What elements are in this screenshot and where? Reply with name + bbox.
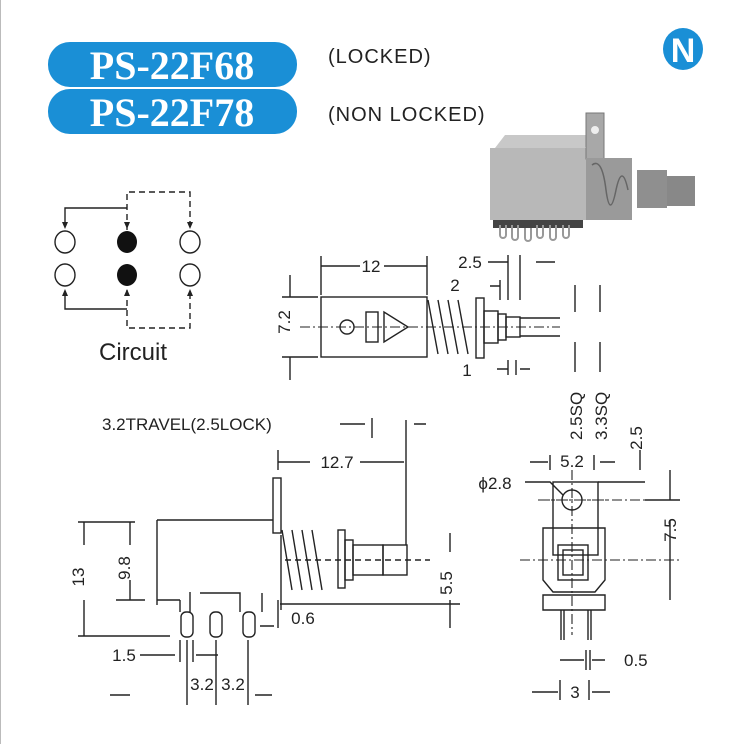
dim-total-height: 13 [69,568,88,587]
dim-pin-spacing: 3 [570,683,579,702]
model-non-locked: PS-22F78 [90,90,254,135]
dim-2-5sq: 2.5SQ [567,392,586,440]
locked-label: (LOCKED) [328,46,432,68]
dim-height: 7.2 [275,310,294,334]
top-view-drawing: 12 7.2 2.5 2 1 2.5SQ 3.3SQ [275,253,611,440]
side-view-drawing: 3.2TRAVEL(2.5LOCK) 12.7 13 9.8 5.5 0.6 1… [69,415,460,705]
dim-pitch-2: 3.2 [221,675,245,694]
dim-pitch-1: 3.2 [190,675,214,694]
dim-travel: 3.2TRAVEL(2.5LOCK) [102,415,272,434]
non-locked-label: (NON LOCKED) [328,104,486,126]
dim-bracket-top: 2.5 [627,426,646,450]
dim-thickness: 0.6 [291,609,315,628]
dim-2-5: 2.5 [458,253,482,272]
model-badge-non-locked: PS-22F78 [48,89,297,135]
brand-logo: N [663,28,703,70]
dim-2: 2 [450,276,459,295]
dim-width: 12 [362,257,381,276]
dim-hole: ϕ2.8 [478,474,511,493]
dim-bracket-width: 5.2 [560,452,584,471]
front-view-drawing: 5.2 2.5 ϕ2.8 7.5 0.5 3 [478,426,680,702]
product-photo [490,112,695,242]
dim-3-3sq: 3.3SQ [592,392,611,440]
dim-pin-width: 1.5 [112,646,136,665]
circuit-diagram: Circuit [54,191,201,366]
dim-axis-height: 5.5 [437,571,456,595]
logo-letter: N [671,32,696,70]
dim-pin-thickness: 0.5 [624,651,648,670]
circuit-title: Circuit [99,339,167,366]
dim-body-height: 9.8 [115,556,134,580]
model-badge-locked: PS-22F68 [48,42,297,88]
model-locked: PS-22F68 [90,43,254,88]
dim-hole-to-axis: 7.5 [661,518,680,542]
left-border [0,0,1,744]
dim-1: 1 [462,361,471,380]
dim-length: 12.7 [320,453,353,472]
